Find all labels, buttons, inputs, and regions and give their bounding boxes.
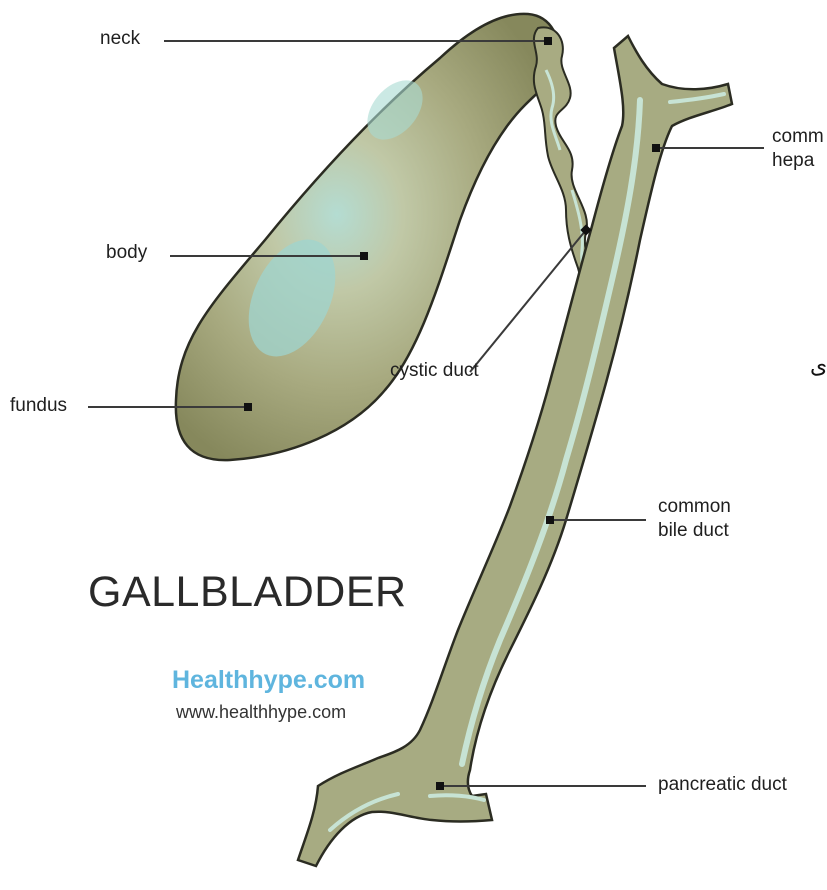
- marker-fundus: [244, 403, 252, 411]
- label-common-bile-line2: bile duct: [658, 520, 729, 541]
- source-url: www.healthhype.com: [176, 702, 346, 723]
- marker-bile: [546, 516, 554, 524]
- marker-hepatic: [652, 144, 660, 152]
- marker-neck: [544, 37, 552, 45]
- marker-pancreatic: [436, 782, 444, 790]
- label-cystic-duct: cystic duct: [390, 360, 479, 381]
- marker-body: [360, 252, 368, 260]
- label-common-hepatic-line1: comm: [772, 126, 824, 147]
- stray-glyph: ى: [810, 354, 827, 379]
- label-pancreatic-duct: pancreatic duct: [658, 774, 787, 795]
- label-common-bile-line1: common: [658, 496, 731, 517]
- label-body: body: [106, 242, 147, 263]
- brand-logo-text: Healthhype.com: [172, 666, 365, 695]
- label-neck: neck: [100, 28, 140, 49]
- gallbladder-organ: [176, 14, 559, 460]
- diagram-title: GALLBLADDER: [88, 568, 407, 617]
- label-common-hepatic-line2: hepa: [772, 150, 814, 171]
- label-fundus: fundus: [10, 395, 67, 416]
